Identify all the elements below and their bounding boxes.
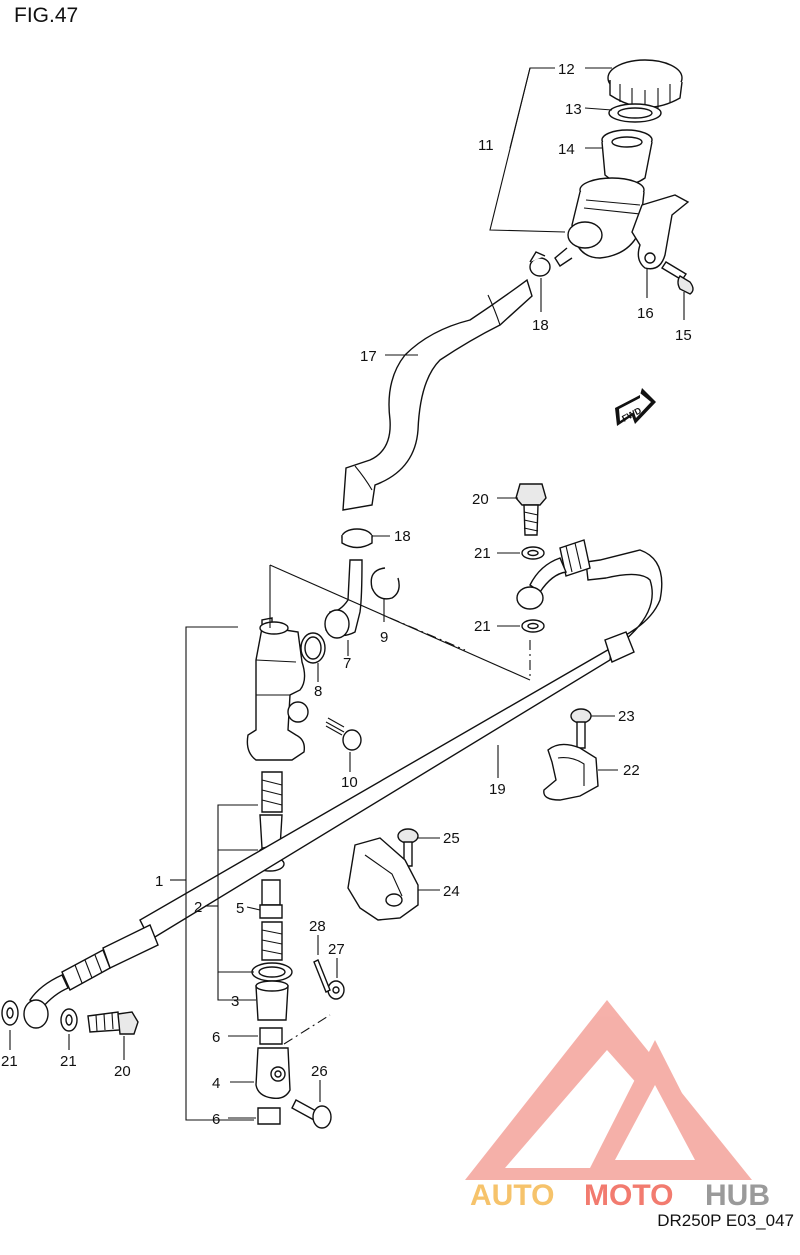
fwd-arrow-icon bbox=[615, 388, 656, 426]
callout-6-lower: 6 bbox=[212, 1111, 220, 1128]
callout-21-c: 21 bbox=[1, 1053, 18, 1070]
callout-24: 24 bbox=[443, 883, 460, 900]
screw-25 bbox=[397, 828, 419, 867]
callout-22: 22 bbox=[623, 762, 640, 779]
callout-3: 3 bbox=[231, 993, 239, 1010]
callout-1: 1 bbox=[155, 873, 163, 890]
clevis-4 bbox=[255, 1047, 291, 1100]
callout-11: 11 bbox=[478, 137, 494, 154]
callout-27: 27 bbox=[328, 941, 345, 958]
hose-fitting-7 bbox=[324, 559, 363, 639]
callout-17: 17 bbox=[360, 348, 377, 365]
callout-5: 5 bbox=[236, 900, 244, 917]
bolt-10 bbox=[325, 717, 362, 751]
callout-20-lower: 20 bbox=[114, 1063, 131, 1080]
diaphragm-14 bbox=[601, 129, 653, 185]
nut-6-upper bbox=[259, 1027, 283, 1045]
pin-26 bbox=[291, 1099, 332, 1129]
circlip-9 bbox=[370, 567, 400, 600]
callout-21-d: 21 bbox=[60, 1053, 77, 1070]
hose-17 bbox=[342, 278, 533, 511]
callout-6-upper: 6 bbox=[212, 1029, 220, 1046]
figure-title: FIG.47 bbox=[14, 4, 79, 27]
screw-23 bbox=[570, 708, 592, 749]
reservoir-cap-12 bbox=[607, 59, 683, 110]
callout-14: 14 bbox=[558, 141, 575, 158]
diagram-code: DR250P E03_047 bbox=[657, 1211, 794, 1230]
watermark-hub: HUB bbox=[705, 1179, 770, 1212]
nut-6-lower bbox=[257, 1107, 281, 1125]
callout-labels: 12 13 14 11 16 15 18 17 18 20 21 21 9 7 … bbox=[1, 61, 692, 1128]
callout-10: 10 bbox=[341, 774, 358, 791]
diaphragm-plate-13 bbox=[608, 103, 662, 123]
callout-8: 8 bbox=[314, 683, 322, 700]
callout-4: 4 bbox=[212, 1075, 220, 1092]
clamp-22 bbox=[543, 743, 599, 801]
callout-28: 28 bbox=[309, 918, 326, 935]
watermark-moto: MOTO bbox=[584, 1179, 673, 1212]
boot-3 bbox=[255, 980, 289, 1021]
callout-13: 13 bbox=[565, 101, 582, 118]
watermark-auto: AUTO bbox=[470, 1179, 554, 1212]
reservoir-body-11 bbox=[554, 177, 645, 267]
leader-lines bbox=[9, 67, 685, 1121]
callout-12: 12 bbox=[558, 61, 575, 78]
clamp-18-upper bbox=[529, 251, 551, 277]
bracket-16 bbox=[631, 194, 690, 270]
callout-18-lower: 18 bbox=[394, 528, 411, 545]
holder-24 bbox=[347, 837, 419, 921]
callout-9: 9 bbox=[380, 629, 388, 646]
cylinder-body bbox=[246, 617, 309, 761]
callout-2: 2 bbox=[194, 899, 202, 916]
callout-21-b: 21 bbox=[474, 618, 491, 635]
callout-23: 23 bbox=[618, 708, 635, 725]
watermark-logo bbox=[465, 1000, 752, 1180]
banjo-bolt-20-lower bbox=[87, 1011, 139, 1035]
clamp-18-lower bbox=[341, 528, 373, 549]
washer-21-c bbox=[1, 1000, 19, 1026]
callout-25: 25 bbox=[443, 830, 460, 847]
piston-set-2 bbox=[251, 771, 293, 982]
brake-hose-19 bbox=[23, 539, 663, 1029]
callout-19: 19 bbox=[489, 781, 506, 798]
callout-21-a: 21 bbox=[474, 545, 491, 562]
banjo-bolt-20-upper bbox=[515, 483, 547, 536]
callout-15: 15 bbox=[675, 327, 692, 344]
cotter-pin-28 bbox=[313, 959, 331, 993]
callout-20-upper: 20 bbox=[472, 491, 489, 508]
washer-21-b bbox=[521, 619, 545, 633]
bolt-15 bbox=[661, 261, 694, 295]
o-ring-8 bbox=[300, 632, 326, 664]
callout-26: 26 bbox=[311, 1063, 328, 1080]
callout-7: 7 bbox=[343, 655, 351, 672]
washer-21-d bbox=[60, 1008, 78, 1032]
washer-21-a bbox=[521, 546, 545, 560]
callout-18-upper: 18 bbox=[532, 317, 549, 334]
callout-16: 16 bbox=[637, 305, 654, 322]
